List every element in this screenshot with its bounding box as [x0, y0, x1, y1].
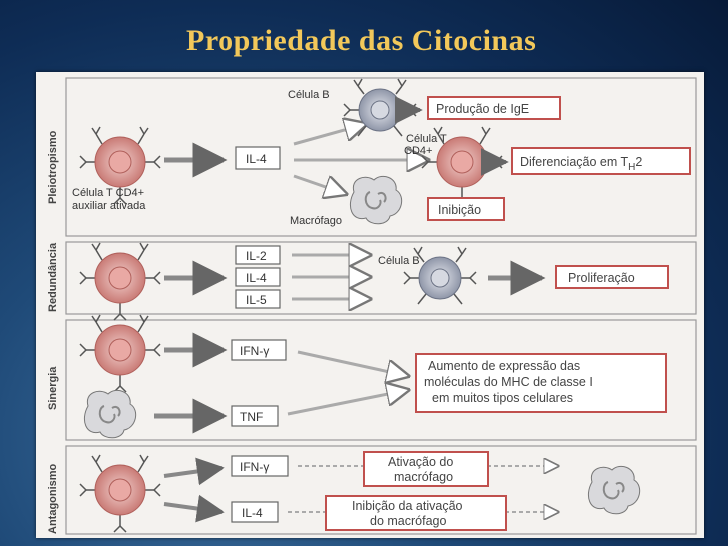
t-cell-label-cd4: CD4+	[404, 145, 432, 157]
cytokine-diagram: Pleiotropismo Redundância Sinergia Antag…	[47, 77, 697, 535]
diagram-panel: Pleiotropismo Redundância Sinergia Antag…	[36, 72, 704, 538]
sinergia-section	[65, 319, 697, 441]
cytokine-box	[231, 405, 279, 427]
effect-diff: Diferenciação em TH2	[520, 155, 642, 173]
arrow-icon	[297, 350, 408, 376]
cytokine-box	[235, 146, 281, 170]
arrow-icon	[293, 124, 366, 146]
cytokine-il4: IL-4	[246, 271, 267, 285]
arrow-icon	[163, 494, 225, 523]
macrophage-icon	[83, 389, 137, 439]
effect-line: em muitos tipos celulares	[432, 391, 573, 405]
effect-box	[363, 451, 489, 487]
cytokine-tnf: TNF	[240, 410, 263, 424]
effect-box	[511, 147, 691, 175]
label-sinergia: Sinergia	[47, 366, 59, 410]
effect-box	[555, 265, 669, 289]
arrow-icon	[287, 390, 408, 416]
t-cell-label-1: Célula T CD4+	[72, 187, 144, 199]
effect-ige: Produção de IgE	[436, 102, 529, 116]
cytokine-il4: IL-4	[246, 152, 267, 166]
cytokine-box	[235, 267, 281, 287]
effect-inhib: Inibição	[438, 203, 481, 217]
label-antagonismo: Antagonismo	[47, 463, 59, 534]
effect-box	[427, 197, 505, 221]
cytokine-il2: IL-2	[246, 249, 267, 263]
label-redundancia: Redundância	[47, 242, 59, 312]
cytokine-box	[235, 289, 281, 309]
cytokine-ifn: IFN-γ	[240, 344, 269, 358]
effect-line: Aumento de expressão das	[428, 359, 580, 373]
effect-line: moléculas do MHC de classe I	[424, 375, 593, 389]
effect-box	[427, 96, 561, 120]
b-cell-label: Célula B	[378, 255, 420, 267]
t-cell-label-2: auxiliar ativada	[72, 200, 146, 212]
pleiotropismo-section	[65, 77, 697, 237]
cytokine-ifn: IFN-γ	[240, 460, 269, 474]
effect-ativacao-1: Ativação do	[388, 455, 453, 469]
effect-box	[415, 353, 667, 413]
arrow-icon	[293, 174, 346, 194]
effect-box	[325, 495, 507, 531]
redundancia-section	[65, 241, 697, 315]
cytokine-box	[231, 339, 287, 361]
effect-proliferacao: Proliferação	[568, 271, 635, 285]
cytokine-il4: IL-4	[242, 506, 263, 520]
effect-inibicao-2: do macrófago	[370, 514, 446, 528]
arrow-icon	[163, 457, 225, 486]
effect-ativacao-2: macrófago	[394, 470, 453, 484]
macrophage-icon	[587, 465, 641, 515]
effect-inibicao-1: Inibição da ativação	[352, 499, 463, 513]
cytokine-box	[231, 501, 279, 523]
label-pleiotropismo: Pleiotropismo	[47, 130, 59, 204]
slide-title: Propriedade das Citocinas	[186, 24, 537, 57]
macrophage-label: Macrófago	[290, 215, 342, 227]
antagonismo-section	[65, 445, 697, 535]
cytokine-box	[231, 455, 289, 477]
t-cell-label: Célula T	[406, 133, 447, 145]
b-cell-label: Célula B	[288, 89, 330, 101]
cytokine-box	[235, 245, 281, 265]
t-cell-icon	[79, 314, 161, 393]
t-cell-icon	[79, 242, 161, 321]
cytokine-il5: IL-5	[246, 293, 267, 307]
t-cell-icon	[79, 454, 161, 533]
macrophage-icon	[349, 175, 403, 225]
